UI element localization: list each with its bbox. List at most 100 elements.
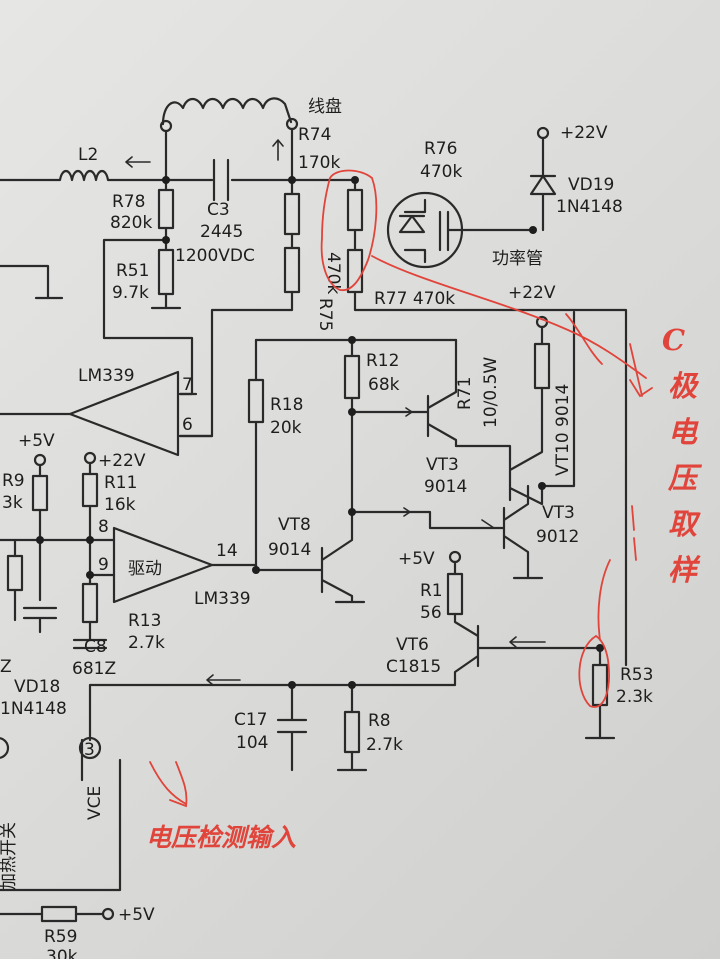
label-C8: C8	[84, 637, 107, 657]
label-VT6-value: C1815	[386, 657, 441, 677]
label-VT3-lower: VT3	[542, 503, 575, 523]
label-VT10: VT10 9014	[553, 384, 573, 476]
label-VT8: VT8	[278, 515, 311, 535]
label-C8-value: 681Z	[72, 659, 116, 679]
label-R51: R51	[116, 261, 149, 281]
label-5v-mid: +5V	[398, 549, 435, 569]
resistor-R12	[343, 354, 361, 400]
label-pin8: 8	[98, 517, 109, 537]
label-Z: Z	[0, 657, 12, 677]
label-VD19: VD19	[568, 175, 614, 195]
resistor-R13	[81, 582, 99, 624]
label-LM339-bottom: LM339	[194, 589, 251, 609]
label-R12: R12	[366, 351, 399, 371]
component-labels: 线盘 R74 170k L2 R78 820k C3 2445 1200VDC …	[0, 97, 653, 959]
label-R8-value: 2.7k	[366, 735, 403, 755]
label-C3-value2: 1200VDC	[175, 246, 255, 266]
label-R11: R11	[104, 473, 137, 493]
resistor-R51	[157, 248, 175, 296]
label-pin7: 7	[182, 375, 193, 395]
label-R9-value: 3k	[2, 493, 23, 513]
annotation-char: C	[662, 323, 685, 357]
label-C3: C3	[207, 200, 230, 220]
label-VD18: VD18	[14, 677, 60, 697]
resistor-R9	[31, 474, 49, 512]
label-R78: R78	[112, 192, 145, 212]
label-driver: 驱动	[128, 559, 162, 579]
resistor-R76	[346, 188, 364, 232]
label-coil: 线盘	[308, 97, 342, 117]
label-R13-value: 2.7k	[128, 633, 165, 653]
resistor-R18	[247, 378, 265, 424]
label-22v-left: +22V	[98, 451, 146, 471]
label-R77: R77 470k	[374, 289, 455, 309]
resistor-bodies	[6, 188, 609, 923]
label-R76-value: 470k	[420, 162, 462, 182]
label-R1: R1	[420, 581, 443, 601]
label-R71: R71	[455, 377, 475, 410]
label-22v-mid: +22V	[508, 283, 556, 303]
resistor-R71	[533, 342, 551, 390]
label-C17: C17	[234, 710, 268, 730]
label-22v-top: +22V	[560, 123, 608, 143]
label-R53-value: 2.3k	[616, 687, 653, 707]
label-pin9: 9	[98, 555, 109, 575]
resistor-R8	[343, 710, 361, 754]
label-R12-value: 68k	[368, 375, 400, 395]
label-power-tube: 功率管	[492, 249, 543, 269]
label-R18: R18	[270, 395, 303, 415]
label-L2: L2	[78, 145, 98, 165]
label-heat-switch: 加热开关	[0, 822, 19, 890]
label-VD19-value: 1N4148	[556, 197, 623, 217]
annotation-char: 取	[668, 507, 701, 541]
label-R75-value: 470k	[323, 252, 343, 294]
label-R75: R75	[315, 298, 335, 331]
label-VT8-value: 9014	[268, 540, 311, 560]
label-5v-left: +5V	[18, 431, 55, 451]
wires	[0, 97, 628, 921]
annotation-char: 极	[668, 369, 700, 403]
label-R9: R9	[2, 471, 25, 491]
annotation-char: 压	[667, 461, 703, 495]
label-R78-value: 820k	[110, 213, 152, 233]
resistor-R74	[283, 192, 301, 236]
label-R18-value: 20k	[270, 418, 302, 438]
label-R71-value: 10/0.5W	[481, 357, 501, 428]
label-pin6: 6	[182, 415, 193, 435]
label-C3-value1: 2445	[200, 222, 243, 242]
label-C17-value: 104	[236, 733, 268, 753]
label-VD18-value: 1N4148	[0, 699, 67, 719]
label-5v-bottom: +5V	[118, 905, 155, 925]
resistor-R1	[446, 572, 464, 616]
resistor-left	[6, 554, 24, 592]
label-R1-value: 56	[420, 603, 442, 623]
label-R53: R53	[620, 665, 653, 685]
label-pin14: 14	[216, 541, 238, 561]
label-R8: R8	[368, 711, 391, 731]
resistor-R75	[283, 246, 301, 294]
resistor-R77	[346, 248, 364, 294]
label-R74-value: 170k	[298, 153, 340, 173]
resistor-R78	[157, 188, 175, 230]
label-pin3: 3	[84, 740, 95, 760]
label-R51-value: 9.7k	[112, 283, 149, 303]
annotation-char: 电	[668, 415, 699, 449]
label-R59-value: 30k	[46, 947, 78, 959]
annotation-voltage-input: 电压检测输入	[146, 823, 296, 852]
label-VT6: VT6	[396, 635, 429, 655]
label-R74: R74	[298, 125, 331, 145]
label-R59: R59	[44, 927, 77, 947]
label-R13: R13	[128, 611, 161, 631]
label-VCE: VCE	[85, 786, 105, 820]
resistor-R59	[40, 905, 78, 923]
label-LM339-top: LM339	[78, 366, 135, 386]
label-VT3-upper: VT3	[426, 455, 459, 475]
label-VT3-lower-value: 9012	[536, 527, 579, 547]
label-VT3-upper-value: 9014	[424, 477, 467, 497]
label-R11-value: 16k	[104, 495, 136, 515]
